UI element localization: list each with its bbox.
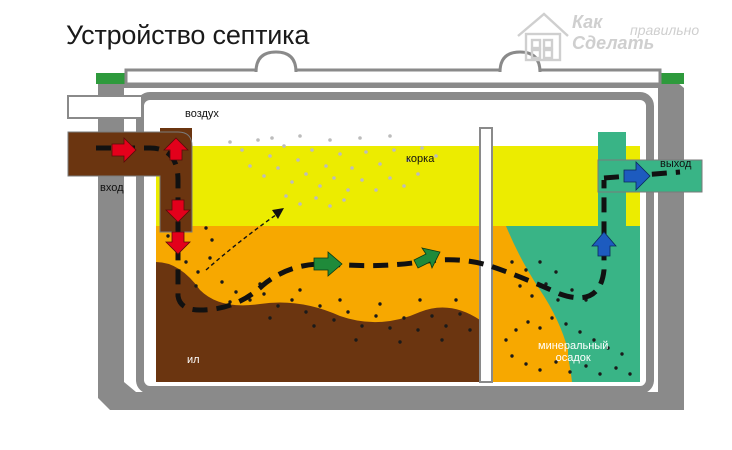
inlet-arrow-down-1: [165, 199, 191, 223]
label-inlet: вход: [100, 182, 124, 194]
inlet-arrow-up: [163, 137, 189, 161]
label-mineral-sediment: минеральный осадок: [538, 340, 608, 364]
sludge-dots: [166, 226, 472, 344]
label-crust: корка: [406, 153, 435, 165]
outlet-arrows: [591, 161, 651, 257]
manhole-right: [498, 50, 542, 73]
manhole-left: [254, 50, 298, 73]
diagram-title: Устройство септика: [66, 20, 310, 50]
mineral-sediment: [500, 308, 572, 382]
inlet-arrows: [111, 137, 191, 255]
gas-rising-path: [205, 211, 281, 271]
label-air: воздух: [185, 108, 219, 120]
tank-lid: [124, 68, 662, 86]
sludge-layer: [156, 262, 480, 382]
middle-arrows: [313, 247, 441, 277]
logo-word-pravilno: правильно: [630, 22, 700, 38]
lid-accent-right: [644, 73, 684, 84]
outlet-arrow-up: [591, 231, 617, 257]
label-mineral-sediment-line2: осадок: [555, 352, 591, 364]
outlet-arrow-right: [623, 161, 651, 191]
gas-rising-arrowhead: [272, 208, 284, 219]
label-outlet: выход: [660, 158, 692, 170]
inlet-arrow-right: [111, 137, 137, 163]
lid-accent-left: [96, 73, 136, 84]
crust-dots: [228, 134, 438, 208]
logo-word-sdelat: Сделать: [572, 33, 655, 53]
inlet-arrow-down-2: [165, 231, 191, 255]
logo-word-kak: Как: [572, 12, 603, 32]
middle-arrow-2: [413, 247, 441, 270]
crust-layer: [156, 146, 480, 226]
partition-wall: [479, 127, 493, 383]
middle-arrow-1: [313, 251, 343, 277]
logo-house-icon: [517, 12, 569, 62]
inlet-pipe-cap: [67, 95, 143, 119]
inlet-pipe: [67, 131, 193, 233]
label-mineral-sediment-line1: минеральный: [538, 340, 609, 352]
label-sludge: ил: [187, 354, 200, 366]
